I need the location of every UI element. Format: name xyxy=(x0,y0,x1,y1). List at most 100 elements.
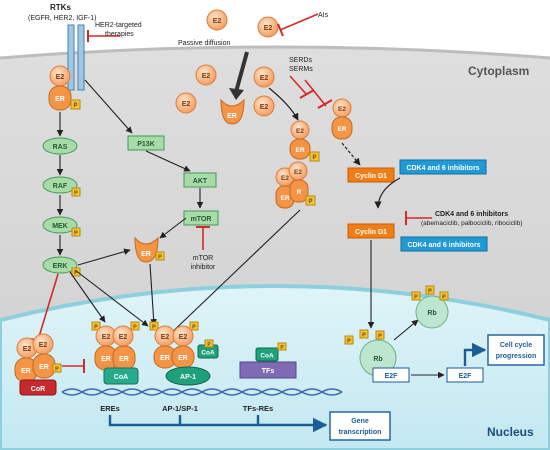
svg-text:R: R xyxy=(297,189,302,196)
svg-text:ER: ER xyxy=(227,113,237,120)
cell-cycle-box: Cell cycle progression xyxy=(487,334,545,366)
rtk-subtitle: (EGFR, HER2, IGF-1) xyxy=(28,15,96,22)
svg-text:P: P xyxy=(347,339,351,345)
e2-cytoplasm-2: E2 xyxy=(175,92,197,114)
svg-text:P: P xyxy=(94,325,98,331)
cdk-box-lower: CDK4 and 6 inhibitors xyxy=(400,236,488,252)
svg-text:ER: ER xyxy=(295,147,304,154)
svg-text:E2: E2 xyxy=(264,25,273,32)
svg-text:RAS: RAS xyxy=(53,144,68,151)
passive-diffusion-arrow xyxy=(234,51,249,93)
e2-cytoplasm-4: E2 xyxy=(253,95,275,117)
svg-text:ER: ER xyxy=(178,355,188,362)
svg-text:E2: E2 xyxy=(102,334,111,341)
gene-transcription-box: Gene transcription xyxy=(329,411,391,441)
e2-cytoplasm-3: E2 xyxy=(253,66,275,88)
svg-text:P: P xyxy=(74,191,78,197)
pi3k-node: P13K xyxy=(127,135,165,151)
svg-text:P: P xyxy=(74,231,78,237)
svg-text:E2: E2 xyxy=(179,334,188,341)
svg-text:E2F: E2F xyxy=(459,373,473,380)
e2-to-er-arrow xyxy=(268,87,299,121)
er-e2-complex-serm: E2 ER xyxy=(331,98,353,140)
svg-text:transcription: transcription xyxy=(339,429,382,436)
serd-inhibit-line xyxy=(289,75,308,96)
svg-text:E2: E2 xyxy=(338,106,346,113)
serd-inhibit-bar xyxy=(299,89,315,99)
mtor-node: mTOR xyxy=(183,210,219,226)
her2-therapies-label-1: HER2-targeted xyxy=(95,22,142,29)
svg-text:ER: ER xyxy=(160,355,170,362)
e2-extracellular-1: E2 xyxy=(206,9,228,31)
svg-text:E2: E2 xyxy=(182,101,191,108)
ras-node: RAS xyxy=(42,137,78,155)
svg-text:CDK4 and 6 inhibitors: CDK4 and 6 inhibitors xyxy=(406,165,479,172)
svg-text:P: P xyxy=(280,345,284,351)
serm-inhibit-bar xyxy=(317,99,333,109)
svg-text:P: P xyxy=(152,325,156,331)
svg-text:P: P xyxy=(362,333,366,339)
rb-bound: Rb P P P xyxy=(344,329,397,377)
svg-text:CoA: CoA xyxy=(114,374,128,381)
svg-text:progression: progression xyxy=(496,353,536,360)
svg-text:ER: ER xyxy=(101,356,111,363)
e2f-free: E2F xyxy=(446,367,484,383)
ai-inhibit-bar xyxy=(277,23,284,37)
cdk-drugs-label-1: CDK4 and 6 inhibitors xyxy=(435,211,508,218)
ap1-sp1-label: AP-1/SP-1 xyxy=(162,404,198,413)
er-e2-complex-serd: E2 ER P xyxy=(289,120,320,162)
erk-inhibit-line xyxy=(37,273,59,341)
er-e2-complex-rtk: E2 ER P xyxy=(48,65,81,111)
serm-inhibit-line xyxy=(304,79,327,107)
svg-text:E2: E2 xyxy=(119,334,128,341)
svg-text:E2: E2 xyxy=(213,18,222,25)
svg-text:E2: E2 xyxy=(296,128,304,135)
mek-node: MEK P xyxy=(42,216,81,237)
svg-text:ER: ER xyxy=(337,126,346,133)
svg-text:P: P xyxy=(133,325,137,331)
svg-text:ER: ER xyxy=(55,96,65,103)
ai-label: AIs xyxy=(318,12,329,19)
svg-text:Rb: Rb xyxy=(427,310,436,317)
svg-text:MEK: MEK xyxy=(52,223,68,230)
svg-text:mTOR: mTOR xyxy=(191,216,212,223)
svg-text:E2: E2 xyxy=(294,169,302,176)
svg-text:ER: ER xyxy=(119,356,129,363)
eres-label: EREs xyxy=(100,404,120,413)
er-stack-middle: E2 E2 ER R P xyxy=(275,161,316,209)
e2-extracellular-2: E2 xyxy=(257,16,279,38)
svg-text:P: P xyxy=(158,255,162,261)
dna-helix xyxy=(61,388,343,396)
svg-text:P: P xyxy=(414,295,418,301)
her2-therapies-label-2: therapies xyxy=(105,31,134,38)
svg-text:P13K: P13K xyxy=(137,141,155,148)
cdk-box-upper: CDK4 and 6 inhibitors xyxy=(399,159,487,175)
svg-text:ER: ER xyxy=(280,195,289,202)
cell-cycle-arrow xyxy=(463,342,487,366)
svg-text:P: P xyxy=(207,342,211,348)
cdk-drugs-label-2: (abemaciclib, palbociclib, ribociclib) xyxy=(421,220,523,227)
svg-text:E2: E2 xyxy=(281,175,289,182)
svg-text:CDK4 and 6 inhibitors: CDK4 and 6 inhibitors xyxy=(407,242,480,249)
mtor-inhibitor-label-1: mTOR xyxy=(193,255,213,262)
rb-release-arrow xyxy=(393,319,419,341)
ai-inhibit-line xyxy=(279,13,319,31)
gene-transcription-arrow xyxy=(108,415,328,433)
svg-text:Cyclin D1: Cyclin D1 xyxy=(355,229,387,236)
svg-text:E2: E2 xyxy=(202,73,211,80)
rtk-title: RTKs xyxy=(50,3,71,12)
svg-text:P: P xyxy=(428,289,432,295)
svg-text:RAF: RAF xyxy=(53,183,68,190)
svg-text:CoA: CoA xyxy=(201,350,215,357)
cytoplasm-label: Cytoplasm xyxy=(468,64,529,78)
svg-text:Cyclin D1: Cyclin D1 xyxy=(355,173,387,180)
svg-text:Gene: Gene xyxy=(351,418,369,425)
cyclin-d1-lower: Cyclin D1 xyxy=(347,223,395,239)
rtk-receptor xyxy=(67,24,85,91)
er-receptor-center: ER xyxy=(220,98,245,125)
tfs-complex: CoA P TFs xyxy=(239,342,297,379)
svg-text:AKT: AKT xyxy=(193,178,208,185)
svg-text:E2F: E2F xyxy=(385,373,399,380)
erk-node: ERK P xyxy=(42,256,81,277)
